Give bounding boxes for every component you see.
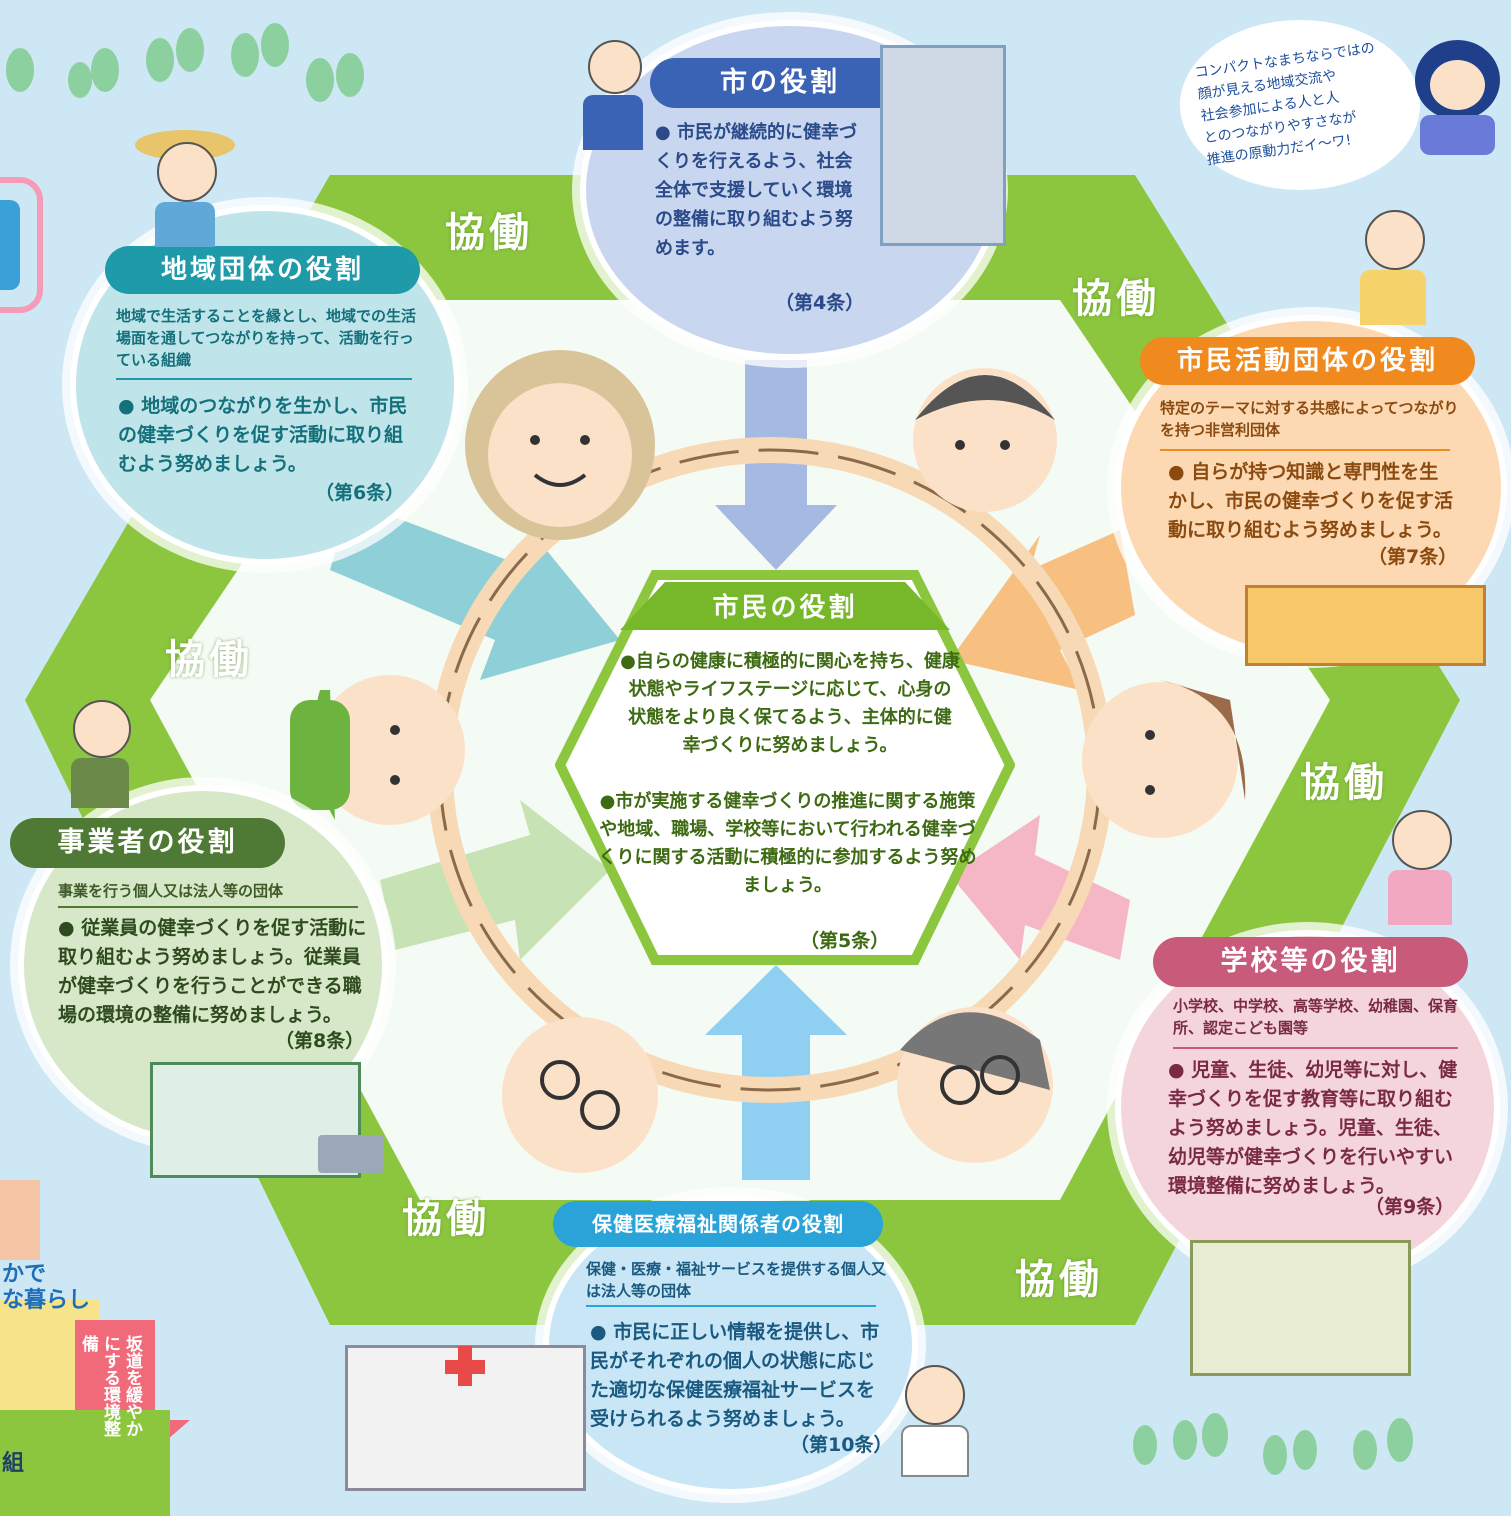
community-role-body: ● 地域のつながりを生かし、市民の健幸づくりを促す活動に取り組むよう努めましょう… bbox=[118, 395, 408, 475]
school-role-article: （第9条） bbox=[1365, 1196, 1455, 1218]
collaboration-label-bottom-right: 協働 bbox=[1015, 1257, 1103, 1303]
collaboration-label-left: 協働 bbox=[165, 637, 253, 683]
city-hall-building-illustration bbox=[880, 45, 1006, 246]
trees-top-left bbox=[6, 23, 364, 102]
health-role-body: ● 市民に正しい情報を提供し、市民がそれぞれの個人の状態に応じた適切な保健医療福… bbox=[590, 1321, 880, 1430]
school-role-title: 学校等の役割 bbox=[1153, 937, 1468, 987]
left-edge-bottom-text: 組 bbox=[2, 1451, 25, 1476]
citizen-role-body-2: ●市が実施する健幸づくりの推進に関する施策や地域、職場、学校等において行われる健… bbox=[598, 791, 977, 896]
health-role-title: 保健医療福祉関係者の役割 bbox=[553, 1201, 883, 1247]
mascot-character-illustration bbox=[1410, 40, 1505, 155]
health-divider bbox=[586, 1305, 876, 1307]
community-divider bbox=[116, 378, 412, 380]
left-edge-arrow-text: 坂道を緩やかにする環境整備 bbox=[78, 1335, 142, 1437]
business-role-description: 事業を行う個人又は法人等の団体 bbox=[58, 882, 284, 900]
business-role-title: 事業者の役割 bbox=[10, 818, 285, 868]
person-worker-green bbox=[290, 675, 465, 825]
city-official-illustration bbox=[578, 40, 648, 155]
school-building-illustration bbox=[1190, 1240, 1411, 1376]
school-role-body: ● 児童、生徒、幼児等に対し、健幸づくりを促す教育等に取り組むよう努めましょう。… bbox=[1168, 1059, 1458, 1197]
civic-member-illustration bbox=[1350, 210, 1440, 330]
health-role-description: 保健・医療・福祉サービスを提供する個人又は法人等の団体 bbox=[586, 1260, 887, 1300]
teacher-illustration bbox=[1380, 810, 1460, 930]
collaboration-label-bottom-left: 協働 bbox=[402, 1196, 490, 1242]
arrow-community bbox=[330, 500, 620, 680]
citizen-role-body-1: ●自らの健康に積極的に関心を持ち、健康状態やライフステージに応じて、心身の状態を… bbox=[620, 651, 960, 756]
health-role-article: （第10条） bbox=[790, 1434, 893, 1456]
hospital-building-illustration bbox=[345, 1345, 586, 1491]
business-divider bbox=[58, 906, 358, 908]
school-role-circle bbox=[1115, 930, 1500, 1285]
citizen-role-article: （第5条） bbox=[800, 930, 890, 952]
delivery-truck-illustration bbox=[318, 1135, 384, 1173]
collaboration-label-top-right: 協働 bbox=[1072, 276, 1160, 322]
school-role-description: 小学校、中学校、高等学校、幼稚園、保育所、認定こども園等 bbox=[1173, 997, 1459, 1037]
school-divider bbox=[1173, 1047, 1458, 1049]
business-role-body: ● 従業員の健幸づくりを促す活動に取り組むよう努めましょう。従業員が健幸づくりを… bbox=[58, 917, 367, 1026]
city-role-body: ● 市民が継続的に健幸づくりを行えるよう、社会全体で支援していく環境の整備に取り… bbox=[655, 122, 857, 259]
collaboration-label-top-left: 協働 bbox=[445, 210, 533, 256]
arrow-school bbox=[950, 815, 1130, 960]
community-role-description: 地域で生活することを縁とし、地域での生活場面を通してつながりを持って、活動を行っ… bbox=[116, 307, 417, 369]
person-woman-right bbox=[1082, 680, 1246, 838]
civic-divider bbox=[1160, 449, 1450, 451]
citizen-role-hexagon bbox=[555, 570, 1015, 965]
trees-bottom-right bbox=[1133, 1413, 1413, 1475]
business-role-article: （第8条） bbox=[275, 1030, 365, 1052]
community-role-article: （第6条） bbox=[315, 482, 405, 504]
community-member-illustration bbox=[135, 120, 235, 250]
civic-role-body: ● 自らが持つ知識と専門性を生かし、市民の健幸づくりを促す活動に取り組むよう努め… bbox=[1168, 461, 1454, 541]
civic-role-article: （第7条） bbox=[1368, 546, 1458, 568]
left-edge-caption: かで な暮らし bbox=[2, 1262, 91, 1313]
left-house-illustration bbox=[0, 1180, 190, 1516]
community-role-title: 地域団体の役割 bbox=[105, 246, 420, 294]
person-farmer bbox=[465, 350, 655, 540]
left-edge-frame bbox=[0, 177, 43, 313]
business-worker-illustration bbox=[65, 700, 135, 810]
person-doctor bbox=[502, 1017, 658, 1173]
arrow-health bbox=[705, 965, 847, 1180]
mascot-speech-bubble bbox=[1180, 20, 1420, 190]
person-teacher bbox=[897, 1007, 1053, 1163]
civic-role-title: 市民活動団体の役割 bbox=[1140, 337, 1475, 385]
arrow-business bbox=[380, 800, 610, 960]
collaboration-label-right: 協働 bbox=[1300, 760, 1388, 806]
civic-role-description: 特定のテーマに対する共感によってつながりを持つ非営利団体 bbox=[1160, 399, 1459, 439]
person-office-worker bbox=[913, 368, 1057, 512]
arrow-city bbox=[715, 360, 837, 570]
citizen-role-title: 市民の役割 bbox=[712, 593, 858, 623]
doctor-illustration bbox=[895, 1365, 970, 1477]
community-center-illustration bbox=[1245, 585, 1486, 666]
city-role-article: （第4条） bbox=[775, 292, 865, 314]
city-role-title: 市の役割 bbox=[650, 58, 910, 108]
